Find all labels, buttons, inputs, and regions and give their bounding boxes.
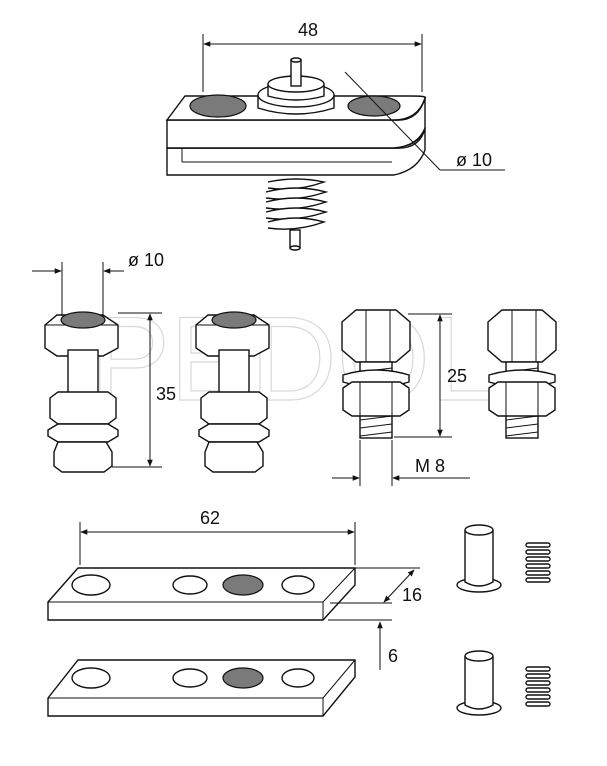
dimension-thread: M 8 bbox=[332, 440, 470, 486]
plate-upper bbox=[47, 567, 356, 621]
plate-lower bbox=[47, 659, 356, 717]
top-clamp-assembly bbox=[165, 57, 427, 251]
spring-upper bbox=[525, 542, 551, 583]
watermark-logo: PEDOL bbox=[89, 291, 497, 426]
bolt-2 bbox=[195, 311, 270, 473]
dimension-plate-length: 62 bbox=[79, 508, 356, 565]
top-spring bbox=[265, 178, 329, 251]
pin-lower bbox=[456, 650, 502, 716]
dimension-label-62: 62 bbox=[200, 508, 220, 528]
plate-insert-lower bbox=[222, 667, 264, 689]
dimension-top-hole: ø 10 bbox=[344, 71, 505, 171]
dimension-label-48: 48 bbox=[298, 20, 318, 40]
bolt-3 bbox=[341, 309, 411, 439]
top-insert-left bbox=[189, 94, 247, 118]
dimension-plate-thickness: 6 bbox=[328, 619, 398, 670]
dimension-label-35: 35 bbox=[156, 384, 176, 404]
dimension-label-25: 25 bbox=[447, 366, 467, 386]
pin-upper bbox=[456, 524, 502, 593]
bolt-1 bbox=[44, 311, 119, 473]
dimension-bolt-length-right: 25 bbox=[394, 313, 467, 438]
top-insert-right bbox=[347, 95, 401, 117]
dimension-label-6: 6 bbox=[388, 646, 398, 666]
dimension-plate-width: 16 bbox=[330, 567, 422, 605]
dimension-label-16: 16 bbox=[402, 585, 422, 605]
dimension-bolt-head: ø 10 bbox=[32, 250, 164, 316]
dimension-label-thread: M 8 bbox=[415, 456, 445, 476]
dimension-bolt-length-left: 35 bbox=[112, 312, 176, 468]
dimension-top-width: 48 bbox=[202, 20, 423, 92]
svg-text:PEDOL: PEDOL bbox=[90, 292, 497, 426]
dimension-label-bolt-diameter: ø 10 bbox=[128, 250, 164, 270]
dimension-label-top-diameter: ø 10 bbox=[456, 150, 492, 170]
bolt-4 bbox=[487, 309, 557, 439]
spring-lower bbox=[525, 666, 551, 707]
plate-insert-upper bbox=[222, 574, 264, 596]
